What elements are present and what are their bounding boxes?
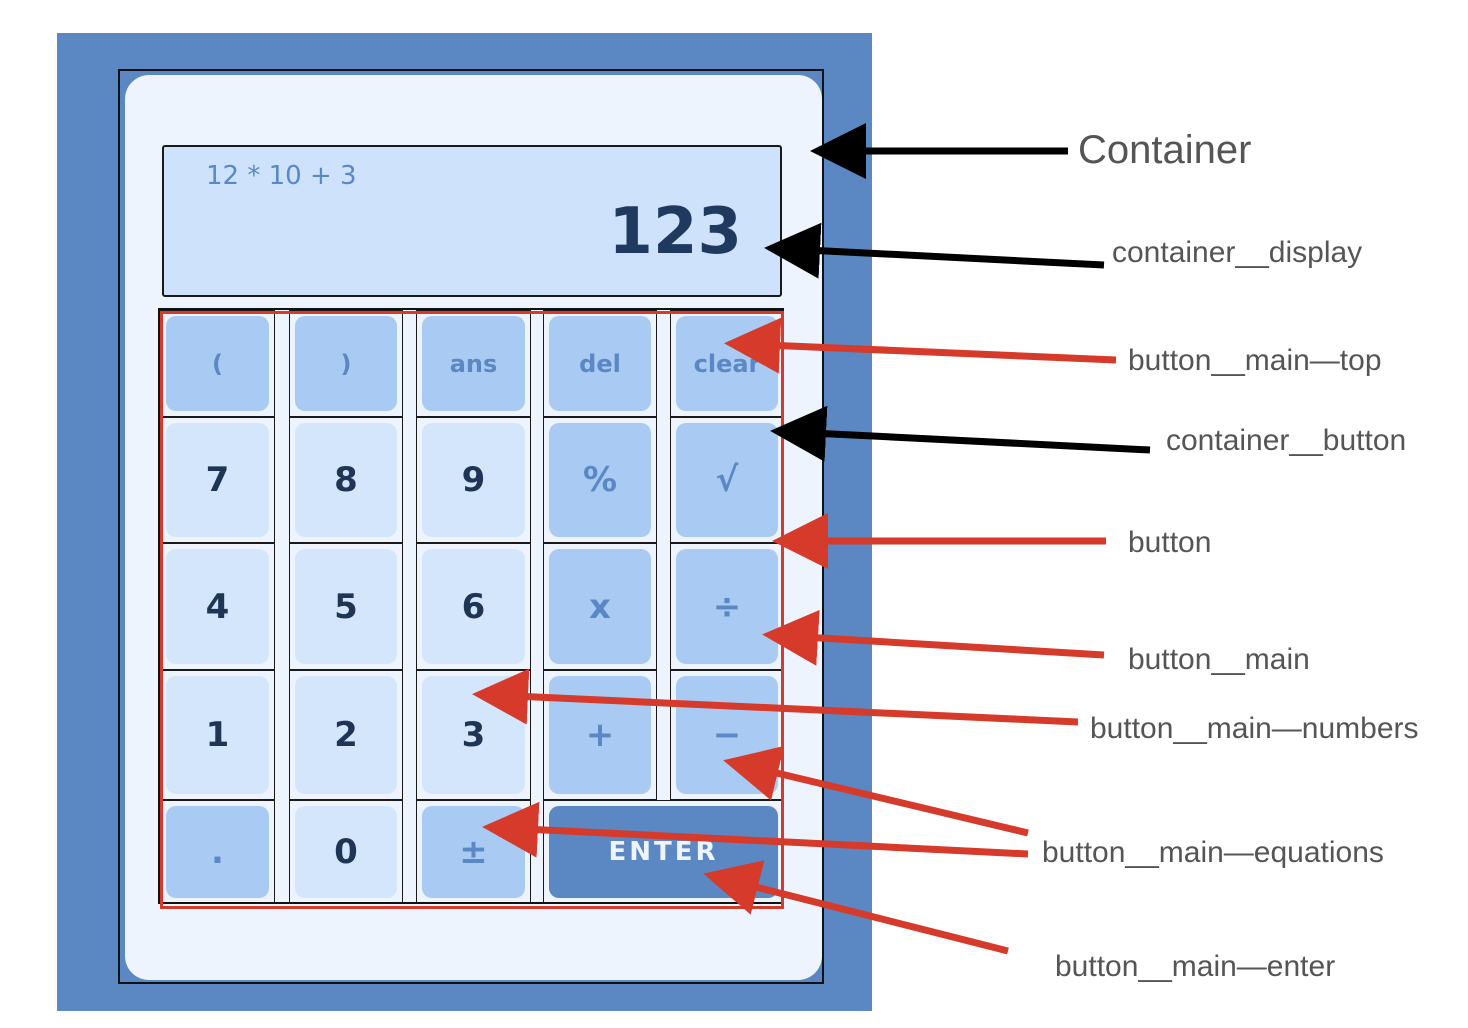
label-button-main-enter: button__main—enter (1055, 950, 1336, 983)
label-button-main-equations: button__main—equations (1042, 836, 1384, 869)
label-button-main-numbers: button__main—numbers (1090, 712, 1419, 745)
button-cell (543, 670, 657, 800)
arrow-button-main-equations-2 (482, 801, 1029, 858)
digit-5-button[interactable]: 5 (295, 549, 397, 664)
close-paren-button[interactable]: ) (295, 316, 397, 411)
digit-4-button[interactable]: 4 (166, 549, 269, 664)
label-button: button (1128, 526, 1212, 559)
open-paren-button[interactable]: ( (166, 316, 269, 411)
divide-button[interactable]: ÷ (676, 549, 778, 664)
multiply-button[interactable]: x (549, 549, 651, 664)
arrow-container-button (770, 405, 1151, 462)
label-container-display: container__display (1112, 236, 1363, 269)
percent-button[interactable]: % (549, 423, 651, 537)
digit-7-button[interactable]: 7 (166, 423, 269, 537)
button-cell (416, 310, 531, 417)
button-cell (289, 670, 403, 800)
display-result: 123 (608, 195, 742, 269)
label-button-main-top: button__main—top (1128, 344, 1382, 377)
display-expression: 12 * 10 + 3 (206, 161, 357, 191)
button-cell (416, 417, 531, 543)
digit-0-button[interactable]: 0 (295, 806, 397, 898)
button-cell (289, 310, 403, 417)
label-container-button: container__button (1166, 424, 1407, 457)
button-cell (543, 417, 657, 543)
arrow-button-main-equations-1 (723, 746, 1029, 837)
arrow-container-display (764, 222, 1105, 279)
sqrt-button[interactable]: √ (676, 423, 778, 537)
ans-button[interactable]: ans (422, 316, 525, 411)
button-cell (289, 543, 403, 670)
digit-2-button[interactable]: 2 (295, 676, 397, 794)
arrow-button-main-enter (703, 860, 1009, 955)
button-cell (543, 543, 657, 670)
decimal-button[interactable]: . (166, 806, 269, 898)
button-cell (289, 417, 403, 543)
calculator-display: 12 * 10 + 3 123 (162, 145, 782, 297)
digit-8-button[interactable]: 8 (295, 423, 397, 537)
delete-button[interactable]: del (549, 316, 651, 411)
digit-9-button[interactable]: 9 (422, 423, 525, 537)
arrow-button-main (762, 609, 1105, 666)
digit-1-button[interactable]: 1 (166, 676, 269, 794)
button-cell (543, 310, 657, 417)
label-container: Container (1078, 128, 1252, 172)
digit-3-button[interactable]: 3 (422, 676, 525, 794)
arrow-button-main-numbers (472, 668, 1079, 726)
digit-6-button[interactable]: 6 (422, 549, 525, 664)
arrow-button-main-top (724, 317, 1117, 374)
label-button-main: button__main (1128, 643, 1310, 676)
